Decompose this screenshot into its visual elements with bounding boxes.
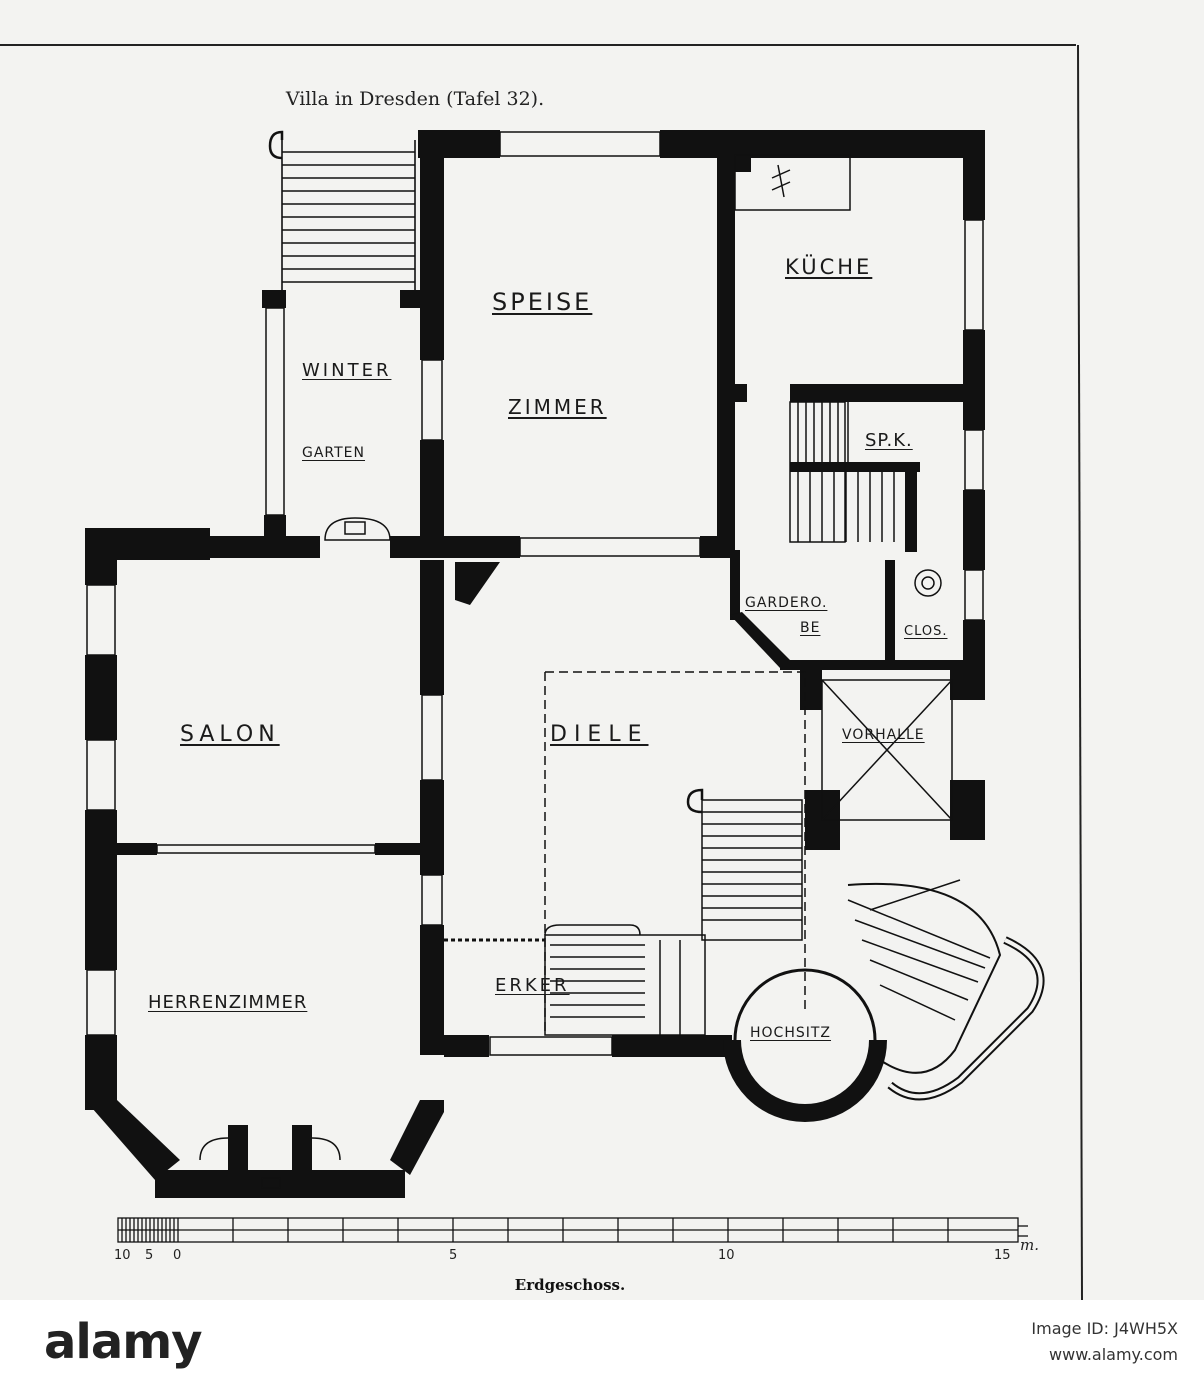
label-garderobe-line1: GARDERO.: [745, 595, 828, 611]
scale-bar: [117, 1217, 1028, 1243]
sheet-frame: [0, 44, 1083, 1300]
site-url: www.alamy.com: [1049, 1345, 1178, 1364]
alamy-logo: alamy: [44, 1314, 203, 1370]
windows: [86, 131, 984, 1056]
label-herrenzimmer: HERRENZIMMER: [148, 992, 308, 1013]
scale-tick-10-left: 10: [114, 1248, 131, 1263]
label-salon: SALON: [180, 722, 280, 747]
label-garderobe-line2: BE: [800, 620, 821, 636]
scale-tick-5: 5: [449, 1248, 458, 1263]
scale-tick-15: 15: [994, 1248, 1011, 1263]
label-diele: DIELE: [550, 722, 649, 747]
scale-tick-5-left: 5: [145, 1248, 154, 1263]
label-erker: ERKER: [495, 975, 570, 996]
label-clos: CLOS.: [904, 624, 948, 639]
plan-sheet: [0, 0, 1204, 1300]
scale-unit: m.: [1020, 1236, 1039, 1254]
drawing-caption: Erdgeschoss.: [514, 1276, 626, 1294]
interior-lines: [199, 154, 1045, 1189]
label-spk: SP.K.: [865, 430, 913, 451]
label-hochsitz: HOCHSITZ: [750, 1025, 832, 1041]
label-zimmer: ZIMMER: [508, 395, 607, 419]
stock-footer: [0, 1300, 1204, 1390]
walls: [85, 130, 985, 1198]
drawing-title: Villa in Dresden (Tafel 32).: [285, 88, 545, 110]
floor-plan-drawing: [0, 44, 1083, 1300]
label-winter: WINTER: [302, 360, 392, 381]
scale-tick-0: 0: [173, 1248, 182, 1263]
scale-tick-10: 10: [718, 1248, 735, 1263]
label-kueche: KÜCHE: [785, 255, 873, 279]
label-speise: SPEISE: [492, 288, 593, 316]
label-garten: GARTEN: [302, 445, 366, 461]
label-vorhalle: VORHALLE: [842, 727, 925, 743]
image-id: Image ID: J4WH5X: [1031, 1319, 1178, 1338]
terrace-stairs: [268, 130, 416, 290]
